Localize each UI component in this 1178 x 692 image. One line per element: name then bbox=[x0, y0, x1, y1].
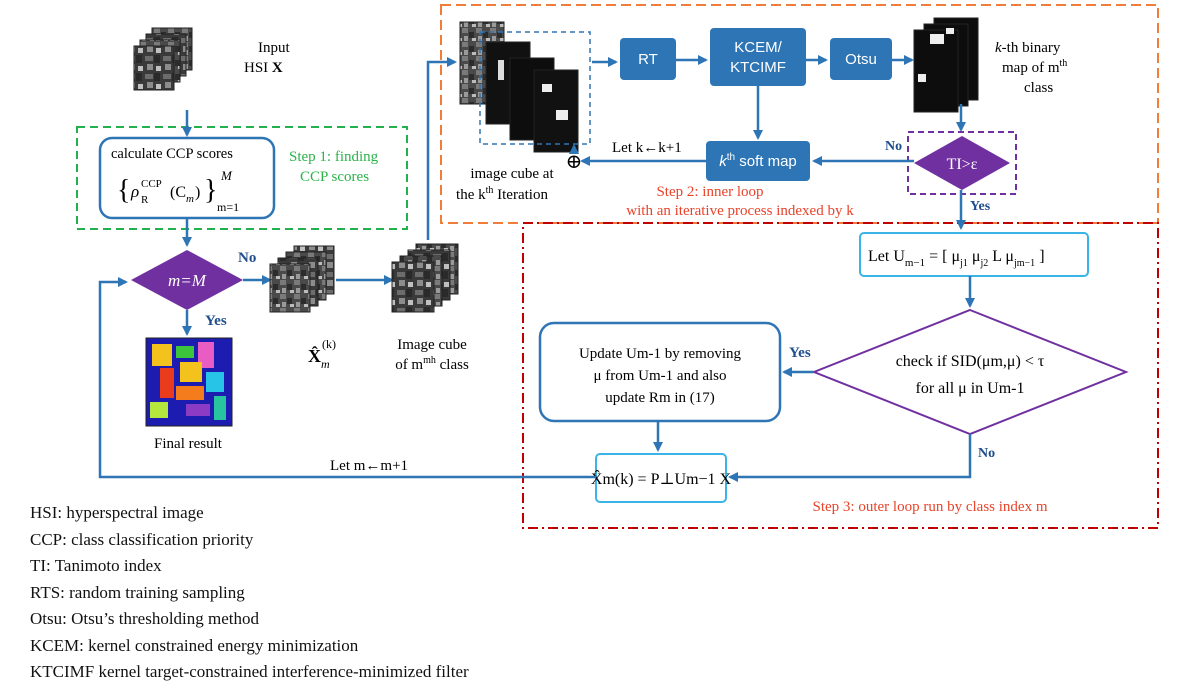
legend-item: RTS: random training sampling bbox=[30, 582, 245, 602]
calculate-ccp-text: calculate CCP scores bbox=[111, 146, 233, 162]
rt-box bbox=[620, 38, 676, 80]
plus-circle-icon: ⊕ bbox=[566, 151, 583, 173]
sid-yes-label: Yes bbox=[789, 345, 811, 361]
ccp-formula: { ρ R CCP (C m ) } M m=1 bbox=[117, 168, 239, 214]
step2-label-line1: Step 2: inner loop bbox=[656, 184, 763, 200]
update-u-line2: μ from Um-1 and also bbox=[593, 368, 726, 384]
final-result-label: Final result bbox=[154, 436, 223, 452]
svg-text:map of mth: map of mth bbox=[1002, 58, 1067, 76]
xhat-image-stack bbox=[269, 245, 335, 313]
let-k-label: Let k←k+1 bbox=[612, 140, 682, 156]
step3-label: Step 3: outer loop run by class index m bbox=[813, 499, 1048, 515]
ti-decision-label: TI>ε bbox=[947, 156, 978, 173]
iteration-cube-label-line1: image cube at bbox=[470, 166, 554, 182]
legend-item: CCP: class classification priority bbox=[30, 529, 254, 549]
svg-text:ρ: ρ bbox=[130, 182, 139, 201]
svg-text:X̂: X̂ bbox=[308, 346, 321, 366]
step2-label-line2: with an iterative process indexed by k bbox=[626, 203, 854, 219]
update-u-box bbox=[538, 321, 782, 423]
binary-map-stack bbox=[913, 17, 979, 113]
decision-m-equals-M bbox=[131, 250, 243, 310]
step1-label-line2: CCP scores bbox=[300, 169, 369, 185]
legend-item: HSI: hyperspectral image bbox=[30, 503, 204, 522]
sid-check-line2: for all μ in Um-1 bbox=[916, 380, 1025, 397]
image-cube-m-line1: Image cube bbox=[397, 337, 467, 353]
svg-text:m=1: m=1 bbox=[217, 200, 239, 214]
legend-item: KTCIMF kernel target-constrained interfe… bbox=[30, 662, 469, 681]
sid-no-label: No bbox=[978, 446, 995, 461]
image-cube-m-stack bbox=[391, 243, 459, 313]
input-hsi-image-stack bbox=[133, 27, 193, 91]
svg-text:k-th binary: k-th binary bbox=[995, 40, 1061, 56]
rt-label: RT bbox=[638, 51, 658, 68]
kcem-label-line2: KTCIMF bbox=[730, 59, 786, 76]
input-label-line2: HSI X bbox=[244, 60, 283, 76]
let-u-formula: Let Um−1 = [ μj1 μj2 L μjm−1 ] bbox=[868, 248, 1045, 269]
kcem-label-line1: KCEM/ bbox=[734, 39, 782, 56]
soft-map-box bbox=[706, 141, 810, 181]
input-label-line1: Input bbox=[258, 40, 290, 56]
svg-text:{: { bbox=[117, 175, 130, 206]
step2-region bbox=[440, 4, 1159, 224]
svg-text:M: M bbox=[220, 168, 233, 183]
image-cube-m-line2: of mmh class bbox=[395, 355, 469, 373]
svg-text:R: R bbox=[141, 194, 149, 206]
legend-item: TI: Tanimoto index bbox=[30, 556, 162, 575]
step1-label-line1: Step 1: finding bbox=[289, 149, 379, 165]
ti-no-label: No bbox=[885, 139, 902, 154]
update-u-line3: update Rm in (17) bbox=[605, 390, 715, 406]
final-result-map bbox=[145, 337, 233, 427]
svg-text:m: m bbox=[186, 193, 194, 205]
decision-m-label: m=M bbox=[168, 271, 207, 290]
sid-check-line1: check if SID(μm,μ) < τ bbox=[896, 353, 1045, 370]
svg-text:class: class bbox=[1024, 80, 1053, 96]
sid-check-decision bbox=[811, 308, 1129, 436]
decision-m-yes-label: Yes bbox=[205, 313, 227, 329]
abbreviation-legend: HSI: hyperspectral image CCP: class clas… bbox=[30, 500, 469, 686]
legend-item: KCEM: kernel constrained energy minimiza… bbox=[30, 635, 359, 655]
ti-yes-label: Yes bbox=[970, 199, 991, 214]
otsu-box bbox=[830, 38, 892, 80]
iteration-cube-highlight bbox=[479, 31, 591, 145]
svg-text:m: m bbox=[321, 357, 330, 371]
let-u-box bbox=[859, 232, 1089, 277]
step1-region bbox=[76, 126, 408, 230]
iteration-cube-label-line2: the kth Iteration bbox=[456, 185, 548, 203]
xhat-update-formula: X̂m(k) = P⊥Um−1 X bbox=[591, 469, 732, 488]
decision-m-no-label: No bbox=[238, 250, 256, 266]
step3-region bbox=[522, 222, 1159, 529]
xhat-m-label: X̂ m (k) bbox=[308, 337, 336, 371]
svg-text:): ) bbox=[195, 184, 200, 201]
iteration-cube-stack bbox=[459, 21, 579, 153]
ti-decision bbox=[914, 136, 1010, 190]
svg-text:(C: (C bbox=[170, 184, 186, 201]
kcem-box bbox=[710, 28, 806, 86]
let-m-label: Let m←m+1 bbox=[330, 458, 408, 474]
svg-text:(k): (k) bbox=[322, 337, 336, 351]
legend-item: Otsu: Otsu’s thresholding method bbox=[30, 609, 260, 628]
svg-text:}: } bbox=[204, 175, 217, 206]
svg-text:CCP: CCP bbox=[141, 178, 162, 190]
otsu-label: Otsu bbox=[845, 51, 877, 68]
soft-map-label: kth soft map bbox=[719, 152, 797, 170]
binary-map-label: k-th binary map of mth class bbox=[995, 40, 1067, 96]
update-u-line1: Update Um-1 by removing bbox=[579, 346, 742, 362]
